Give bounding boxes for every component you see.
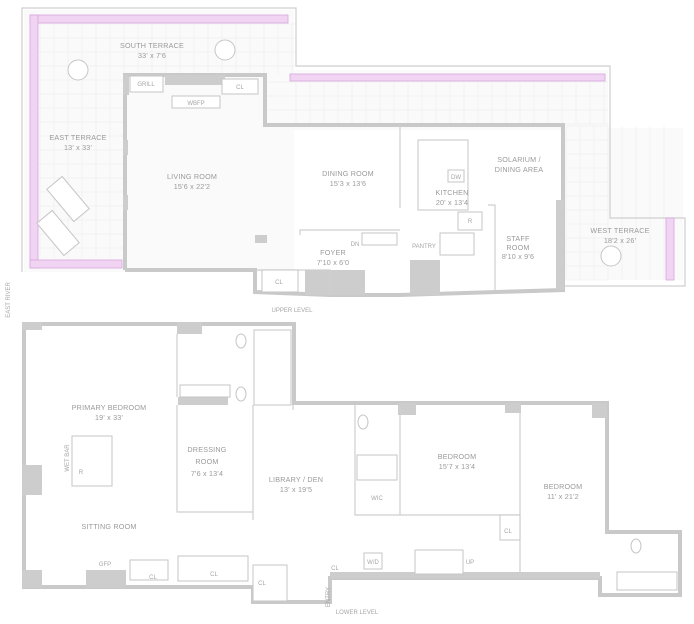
toilet [235,333,247,349]
refrigerator [457,211,483,231]
kitchen-label: KITCHEN [436,188,469,197]
closet-label: CL [210,572,218,578]
bedroom-size: 15'7 x 13'4 [439,462,476,471]
dressing-room-label: DRESSING [187,445,226,454]
south-terrace-size: 33' x 7'6 [138,51,166,60]
terrace-table [67,59,89,81]
closet-label: CL [149,575,157,581]
solarium-label: SOLARIUM / [497,155,541,164]
stairs-down-label: DN [351,242,360,248]
dining-room-size: 15'3 x 13'6 [330,179,367,188]
dishwasher [447,169,465,183]
terrace-table-3 [600,245,622,267]
stairs-up-label: UP [466,560,474,566]
closet-label: CL [258,581,266,587]
library-label: LIBRARY / DEN [269,475,323,484]
staff-room-size: 8'10 x 9'6 [502,252,534,261]
closet [252,564,288,602]
library-size: 13' x 19'5 [280,485,312,494]
wet-bar-label: WET BAR [65,444,71,472]
west-terrace-size: 18'2 x 26' [604,236,637,245]
planter-west [665,217,675,281]
terrace-paving-grid [24,10,683,280]
dressing-room-size: 7'6 x 13'4 [191,469,223,478]
refrigerator-label: R [79,470,84,476]
wbfp-label: WBFP [187,101,204,107]
dining-room-label: DINING ROOM [322,169,374,178]
east-terrace-size: 13' x 33' [64,143,93,152]
staircase-up [414,549,464,575]
refrigerator-label: R [468,219,473,225]
bedroom-label: BEDROOM [544,482,583,491]
lounge-chair [46,175,90,223]
bedroom-size: 11' x 21'2 [547,492,579,501]
foyer-label: FOYER [320,248,346,257]
toilet [357,414,369,430]
lower-exterior-wall [22,322,682,604]
lounge-chair [36,209,80,257]
closet [221,78,259,95]
shower-2 [356,454,398,481]
lower-level-caption: LOWER LEVEL [336,610,379,616]
primary-bedroom-size: 19' x 33' [95,413,124,422]
shower [253,329,292,406]
foyer-size: 7'10 x 6'0 [317,258,349,267]
closet-label: CL [236,85,244,91]
bathtub [616,571,678,591]
closet-label: CL [504,529,512,535]
closet [499,514,521,541]
entry-label: ENTRY [326,587,332,607]
dishwasher-label: DW [451,175,461,181]
living-room-label: LIVING ROOM [167,172,217,181]
double-vanity [179,384,231,398]
kitchen-size: 20' x 13'4 [436,198,468,207]
staff-room-label: STAFF [506,234,530,243]
wet-bar [71,435,113,487]
planter-east [29,14,39,269]
dressing-room-label-2: ROOM [195,457,218,466]
upper-level-plan: SOUTH TERRACE 33' x 7'6 EAST TERRACE 13'… [6,7,686,318]
toilet [630,538,642,554]
grill [129,75,164,93]
washer-dryer-label: W/D [367,560,379,566]
bedroom-label: BEDROOM [438,452,477,461]
closet-label: CL [331,566,339,572]
closet-foyer [261,269,299,293]
closet-label: CL [275,280,283,286]
closet [129,559,169,581]
living-room-size: 15'6 x 22'2 [174,182,211,191]
east-terrace-label: EAST TERRACE [49,133,106,142]
grill-label: GRILL [137,82,155,88]
lower-level-plan: PRIMARY BEDROOM 19' x 33' SITTING ROOM D… [22,322,682,616]
planter-east-bottom [29,259,123,269]
sitting-room-label: SITTING ROOM [81,522,136,531]
wic-label: WIC [371,496,383,502]
planter-south-2 [289,73,606,82]
south-terrace-label: SOUTH TERRACE [120,41,184,50]
west-terrace-label: WEST TERRACE [590,226,649,235]
fireplace [171,95,221,109]
closet [177,555,249,582]
washer-dryer [363,552,383,570]
staircase-down [361,232,398,246]
upper-level-caption: UPPER LEVEL [271,308,313,314]
gfp-label: GFP [99,562,111,568]
terrace-grid-lines [38,23,665,281]
planter-south [29,14,289,24]
toilet [235,386,247,402]
solarium-label-2: DINING AREA [495,165,544,174]
staff-room-label-2: ROOM [506,243,529,252]
east-river-label: EAST RIVER [6,282,12,318]
primary-bedroom-label: PRIMARY BEDROOM [72,403,147,412]
pantry-label: PANTRY [412,244,436,250]
terrace-table-2 [214,39,236,61]
terrace-outline [21,7,686,287]
shower [439,232,475,256]
